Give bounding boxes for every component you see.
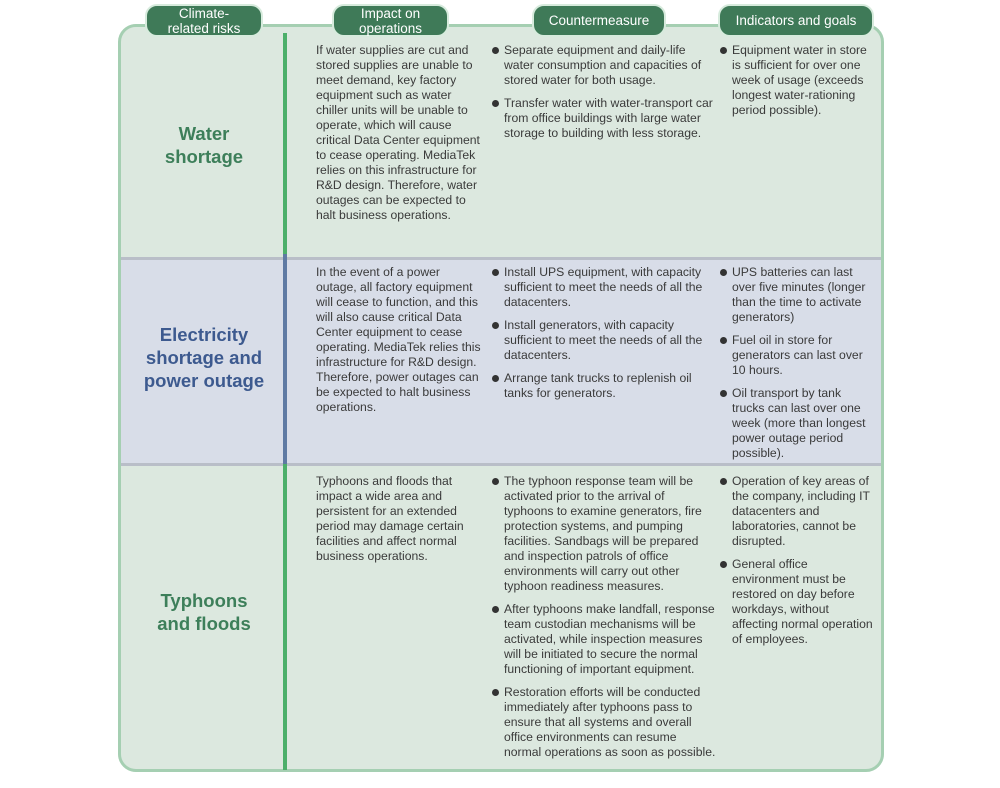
- indicators-typhoons: Operation of key areas of the company, i…: [720, 474, 874, 655]
- countermeasure-item: Install UPS equipment, with capacity suf…: [492, 265, 716, 310]
- countermeasure-item: Restoration efforts will be conducted im…: [492, 685, 716, 760]
- header-impact-on-operations: Impact on operations: [332, 4, 449, 37]
- countermeasure-item: Arrange tank trucks to replenish oil tan…: [492, 371, 716, 401]
- indicators-electricity: UPS batteries can last over five minutes…: [720, 265, 874, 469]
- indicator-item: General office environment must be resto…: [720, 557, 874, 647]
- impact-typhoons: Typhoons and floods that impact a wide a…: [316, 474, 464, 563]
- water-row-divider: [283, 33, 287, 254]
- risk-water-shortage: Water shortage: [164, 123, 244, 167]
- countermeasure-item: Separate equipment and daily-life water …: [492, 43, 716, 88]
- indicators-water: Equipment water in store is sufficient f…: [720, 43, 874, 126]
- countermeasure-item: The typhoon response team will be activa…: [492, 474, 716, 594]
- risk-typhoons-floods: Typhoons and floods: [157, 590, 251, 634]
- indicator-item: Equipment water in store is sufficient f…: [720, 43, 874, 118]
- impact-electricity: In the event of a power outage, all fact…: [316, 265, 481, 414]
- countermeasure-item: Install generators, with capacity suffic…: [492, 318, 716, 363]
- typhoon-row-divider: [283, 464, 287, 770]
- countermeasures-electricity: Install UPS equipment, with capacity suf…: [492, 265, 716, 409]
- indicator-item: Oil transport by tank trucks can last ov…: [720, 386, 874, 461]
- impact-water: If water supplies are cut and stored sup…: [316, 43, 480, 222]
- indicator-item: Fuel oil in store for generators can las…: [720, 333, 874, 378]
- electricity-row-divider: [283, 254, 287, 464]
- risk-electricity-shortage: Electricity shortage and power outage: [143, 324, 265, 391]
- indicator-item: UPS batteries can last over five minutes…: [720, 265, 874, 325]
- header-countermeasure: Countermeasure: [532, 4, 666, 37]
- header-indicators-goals: Indicators and goals: [718, 4, 874, 37]
- header-climate-risks: Climate- related risks: [145, 4, 263, 37]
- countermeasure-item: After typhoons make landfall, response t…: [492, 602, 716, 677]
- electricity-row-band: [121, 257, 881, 466]
- countermeasure-item: Transfer water with water-transport car …: [492, 96, 716, 141]
- risk-table-frame: [118, 24, 884, 772]
- countermeasures-water: Separate equipment and daily-life water …: [492, 43, 716, 149]
- countermeasures-typhoons: The typhoon response team will be activa…: [492, 474, 716, 768]
- indicator-item: Operation of key areas of the company, i…: [720, 474, 874, 549]
